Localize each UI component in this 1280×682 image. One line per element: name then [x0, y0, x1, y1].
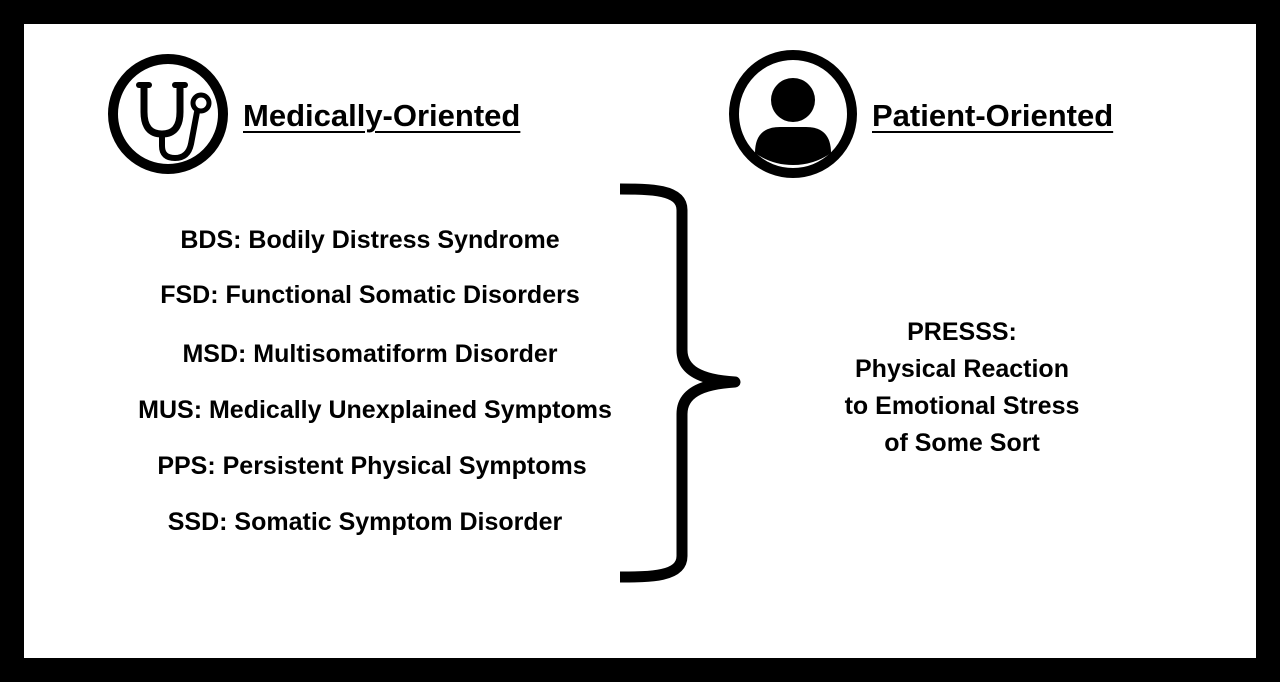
patient-oriented-heading: Patient-Oriented	[872, 98, 1114, 133]
term-pps: PPS: Persistent Physical Symptoms	[157, 452, 587, 480]
term-bds: BDS: Bodily Distress Syndrome	[180, 226, 560, 254]
diagram-panel	[24, 24, 1256, 658]
stethoscope-icon	[108, 54, 228, 174]
pressss-block: PRESSS: Physical Reaction to Emotional S…	[812, 314, 1112, 462]
result-line-3: of Some Sort	[884, 429, 1040, 457]
term-mus: MUS: Medically Unexplained Symptoms	[138, 396, 612, 424]
medically-oriented-heading: Medically-Oriented	[243, 98, 521, 133]
term-fsd: FSD: Functional Somatic Disorders	[160, 281, 580, 309]
person-icon	[729, 50, 857, 178]
result-line-2: to Emotional Stress	[844, 392, 1080, 420]
result-line-1: Physical Reaction	[855, 355, 1069, 383]
grouping-brace	[619, 183, 741, 583]
result-acronym: PRESSS:	[907, 318, 1017, 346]
term-ssd: SSD: Somatic Symptom Disorder	[167, 508, 563, 536]
term-msd: MSD: Multisomatiform Disorder	[182, 340, 558, 368]
